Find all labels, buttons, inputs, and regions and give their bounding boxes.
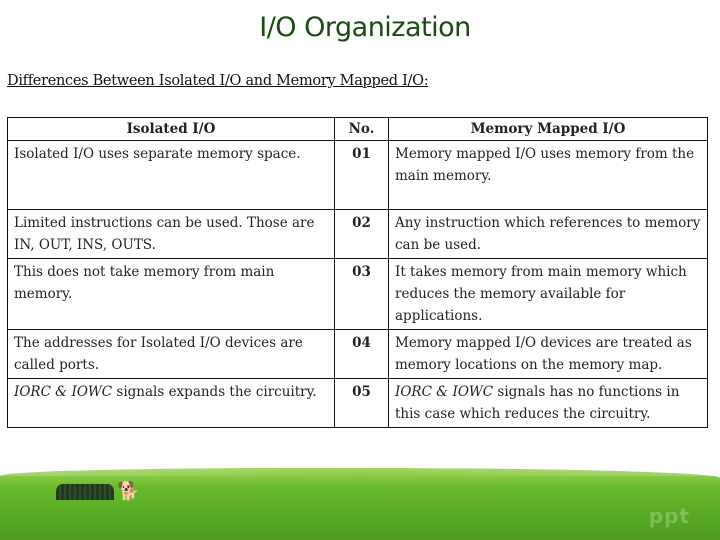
cell-isolated: IORC & IOWC signals expands the circuitr… xyxy=(7,378,335,428)
cell-no: 01 xyxy=(334,140,389,210)
cell-text: signals expands the circuitry. xyxy=(112,384,317,400)
signal-names: IORC & IOWC xyxy=(395,384,494,400)
table-row: Limited instructions can be used. Those … xyxy=(7,209,708,259)
header-no: No. xyxy=(334,117,389,141)
signal-names: IORC & IOWC xyxy=(14,384,113,400)
cell-isolated: Limited instructions can be used. Those … xyxy=(7,209,335,259)
cell-no: 04 xyxy=(334,329,389,379)
table-row: This does not take memory from main memo… xyxy=(7,258,708,330)
dog-icon: 🐕 xyxy=(117,481,140,501)
watermark-logo: ppt xyxy=(648,504,690,528)
cell-mapped: Memory mapped I/O devices are treated as… xyxy=(388,329,708,379)
header-memory-mapped-io: Memory Mapped I/O xyxy=(388,117,708,141)
table-row: Isolated I/O uses separate memory space.… xyxy=(7,140,708,210)
table-header-row: Isolated I/O No. Memory Mapped I/O xyxy=(7,117,708,141)
trees-decoration xyxy=(56,484,114,500)
slide-title: I/O Organization xyxy=(259,12,471,43)
cell-no: 02 xyxy=(334,209,389,259)
cell-isolated: Isolated I/O uses separate memory space. xyxy=(7,140,335,210)
table-row: The addresses for Isolated I/O devices a… xyxy=(7,329,708,379)
slide-subtitle: Differences Between Isolated I/O and Mem… xyxy=(7,73,429,89)
cell-mapped: It takes memory from main memory which r… xyxy=(388,258,708,330)
cell-mapped: Any instruction which references to memo… xyxy=(388,209,708,259)
comparison-table: Isolated I/O No. Memory Mapped I/O Isola… xyxy=(7,117,708,428)
table-row: IORC & IOWC signals expands the circuitr… xyxy=(7,378,708,428)
cell-text: signals has no functions in this case wh… xyxy=(395,384,680,422)
grass-background xyxy=(0,468,720,540)
cell-no: 03 xyxy=(334,258,389,330)
cell-mapped: Memory mapped I/O uses memory from the m… xyxy=(388,140,708,210)
cell-isolated: The addresses for Isolated I/O devices a… xyxy=(7,329,335,379)
header-isolated-io: Isolated I/O xyxy=(7,117,335,141)
cell-isolated: This does not take memory from main memo… xyxy=(7,258,335,330)
cell-mapped: IORC & IOWC signals has no functions in … xyxy=(388,378,708,428)
cell-no: 05 xyxy=(334,378,389,428)
